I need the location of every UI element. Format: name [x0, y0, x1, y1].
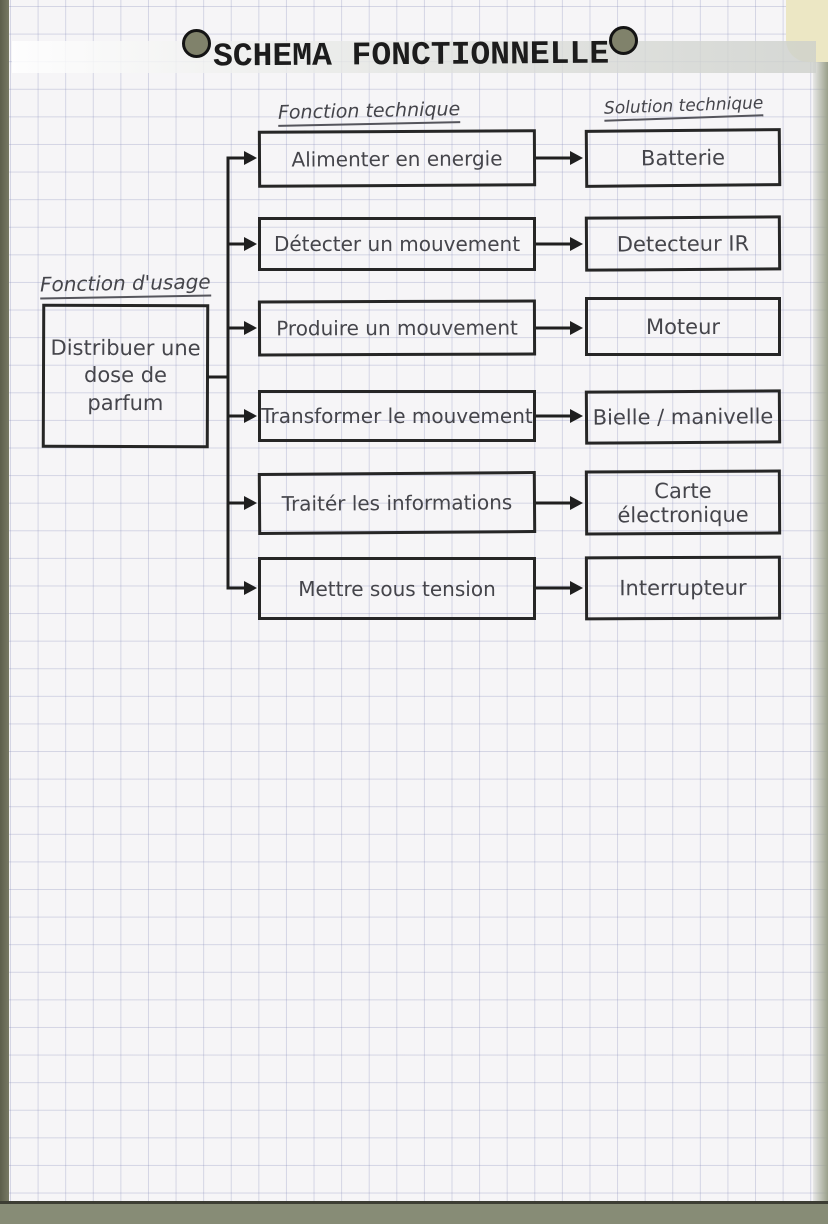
fonction-box-mettre-sous-tension: Mettre sous tension [258, 557, 536, 620]
page-title: SCHEMA FONCTIONNELLE [212, 35, 610, 76]
solution-box-carte-electronique: Carte électronique [584, 469, 782, 536]
punch-hole-right-icon [609, 26, 638, 55]
usage-function-box: Distribuer une dose de parfum [41, 303, 210, 449]
usage-column-header: Fonction d'usage [39, 269, 211, 300]
punch-hole-left-icon [182, 29, 211, 58]
technique-column-header: Fonction technique [277, 98, 461, 127]
usage-line-3: parfum [87, 390, 164, 415]
title-highlight-band [12, 41, 816, 73]
fonction-box-transformer: Transformer le mouvement [258, 390, 536, 442]
solution-box-interrupteur: Interrupteur [584, 555, 782, 621]
solution-box-batterie: Batterie [584, 128, 782, 188]
fonction-box-produire: Produire un mouvement [257, 299, 537, 357]
page-bottom-edge [0, 1201, 828, 1224]
usage-line-2: dose de [83, 363, 168, 388]
solution-box-moteur: Moteur [585, 297, 781, 356]
fonction-box-detecter: Détecter un mouvement [258, 217, 536, 271]
page-left-edge [0, 0, 9, 1224]
solution-box-detecteur-ir: Detecteur IR [584, 215, 782, 272]
fonction-box-traiter: Traitér les informations [257, 471, 537, 535]
solution-box-bielle-manivelle: Bielle / manivelle [584, 389, 782, 445]
fonction-box-alimenter: Alimenter en energie [257, 129, 537, 188]
page-right-edge-shadow [813, 58, 828, 1224]
usage-line-1: Distribuer une [50, 335, 201, 361]
